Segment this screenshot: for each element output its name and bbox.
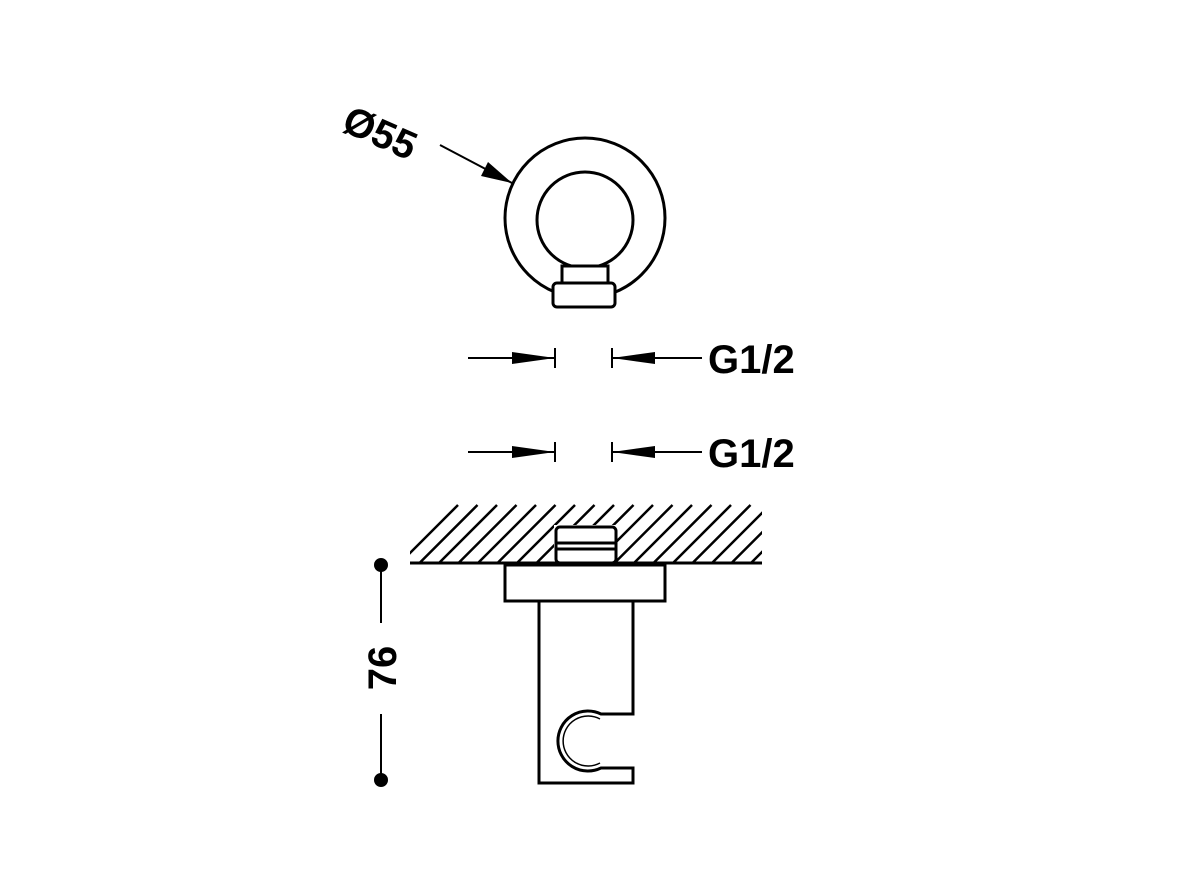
diameter-dimension: Ø55 <box>336 98 513 184</box>
thread-label-1: G1/2 <box>708 338 795 382</box>
hatch-line <box>711 511 762 563</box>
side-view <box>503 525 667 785</box>
holder-body <box>537 601 635 785</box>
wall-hatching <box>410 504 887 563</box>
hatch-line <box>730 530 762 563</box>
diameter-label: Ø55 <box>336 98 423 169</box>
nut <box>551 281 617 309</box>
hatch-line <box>829 505 887 563</box>
hatch-line <box>652 504 713 563</box>
hatch-line <box>790 505 848 563</box>
hatch-line <box>418 504 479 563</box>
top-view <box>503 136 667 309</box>
hatch-line <box>477 504 537 563</box>
inner-circle <box>535 170 635 270</box>
thread-label-2: G1/2 <box>708 432 795 476</box>
hatch-line <box>613 504 674 563</box>
connector-thread <box>554 525 618 565</box>
neck <box>560 264 610 286</box>
thread-dimension-1 <box>468 348 702 368</box>
hatch-line <box>633 504 693 563</box>
height-label: 76 <box>361 646 405 691</box>
flange <box>503 563 667 603</box>
hatch-line <box>691 504 752 563</box>
hatch-line <box>496 504 557 563</box>
hatch-line <box>516 504 576 563</box>
hatch-line <box>457 504 518 563</box>
hatch-line <box>438 504 498 563</box>
thread-dimension-2 <box>468 442 702 462</box>
hatch-line <box>771 505 829 563</box>
hatch-line <box>810 505 868 563</box>
hatch-line <box>672 504 732 563</box>
hatch-line <box>750 550 762 563</box>
height-dimension <box>374 558 388 787</box>
hatch-line <box>410 504 459 555</box>
